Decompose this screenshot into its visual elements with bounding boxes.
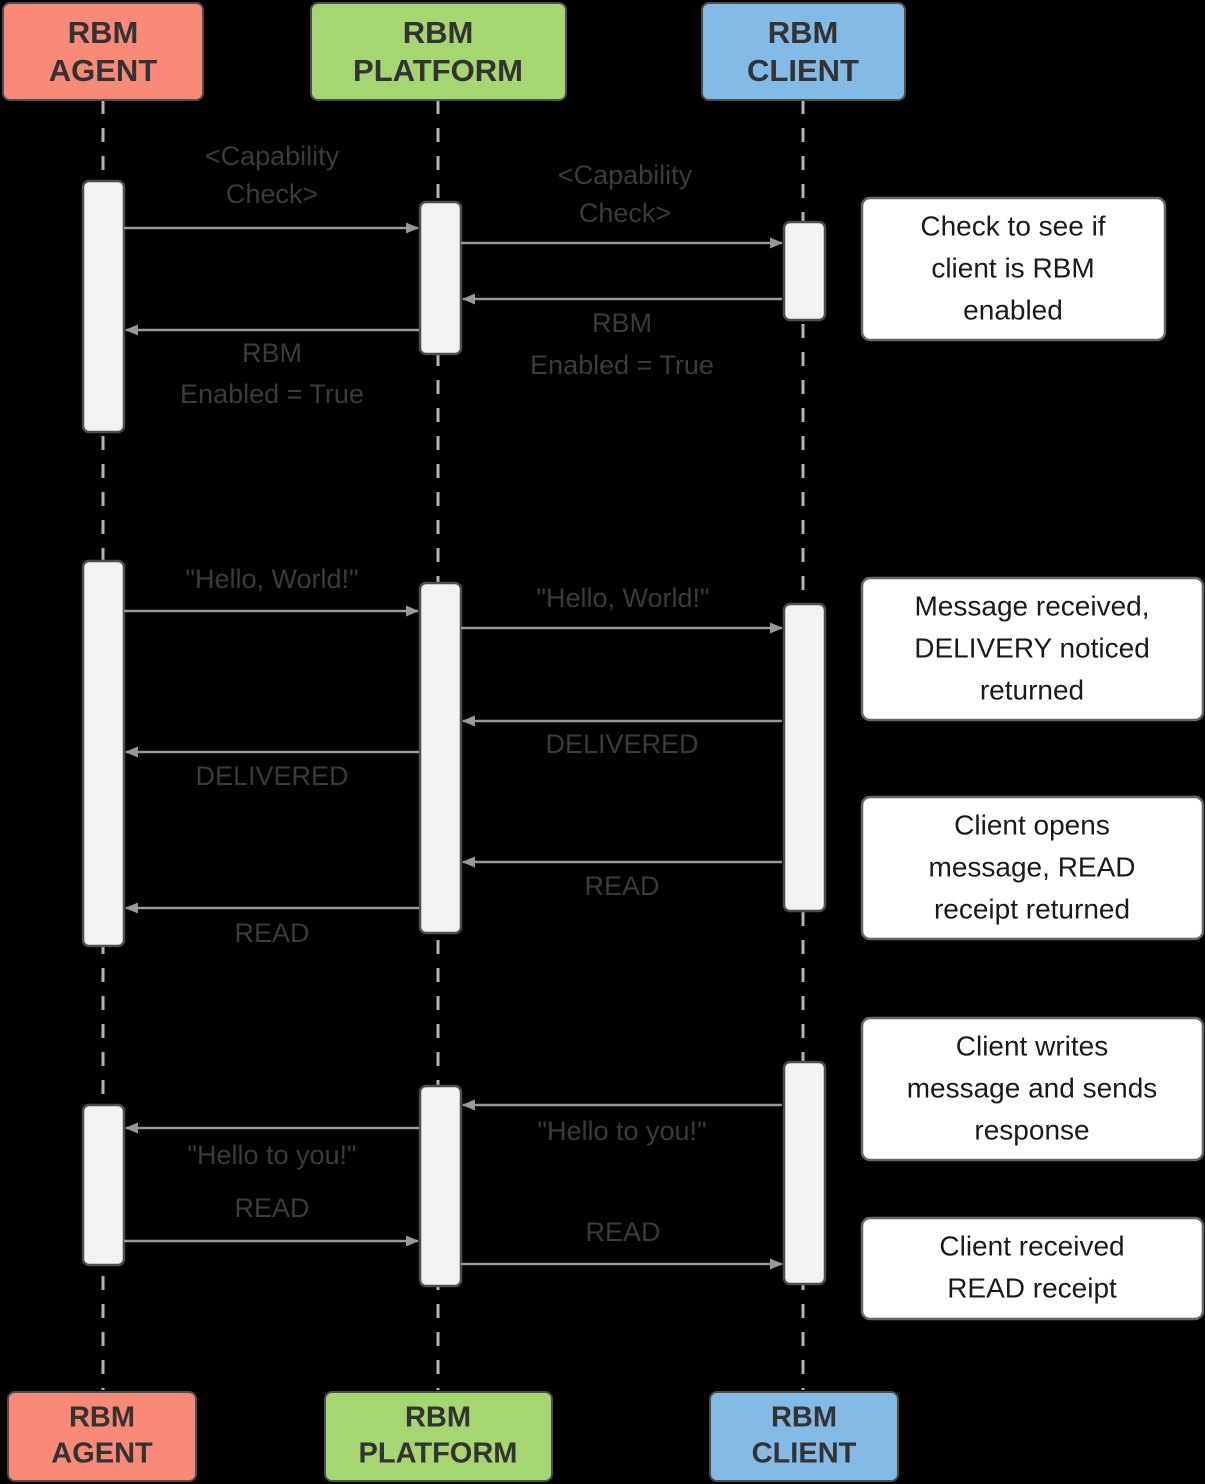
note-box[interactable] [860,1216,1205,1321]
note-client-writes-message[interactable]: Client writes message and sends response [860,1016,1205,1162]
message-label-line1: <Capability [205,141,340,171]
message-label: DELIVERED [545,729,698,759]
message-delivered-client-to-platform[interactable]: DELIVERED [462,715,782,759]
actor-client-bottom-line1: RBM [771,1402,837,1434]
note-box[interactable] [860,1016,1205,1162]
message-label-line2: Enabled = True [530,350,714,380]
activation-agent-2 [81,559,126,948]
note-line-2: message, READ [929,851,1136,882]
message-capability-check-agent-to-platform[interactable]: <Capability Check> [124,141,419,234]
note-line-2: client is RBM [931,252,1094,283]
actor-box-platform-bottom[interactable] [324,1391,553,1482]
actor-box-agent[interactable] [2,2,204,101]
actor-platform-line2: PLATFORM [353,53,523,88]
actor-box-agent-bottom[interactable] [7,1391,197,1482]
note-line-3: returned [980,674,1084,705]
actor-box-client-bottom[interactable] [709,1391,899,1482]
message-label: READ [584,871,659,901]
message-hello-to-you-client-to-platform[interactable]: "Hello to you!" [462,1099,782,1146]
message-label: DELIVERED [195,761,348,791]
actor-agent-bottom-line2: AGENT [51,1438,153,1470]
message-label: "Hello to you!" [187,1140,356,1170]
note-box[interactable] [860,196,1167,342]
message-label: READ [585,1217,660,1247]
message-rbm-enabled-platform-to-agent[interactable]: RBM Enabled = True [125,324,419,409]
message-label: READ [234,1193,309,1223]
message-rbm-enabled-client-to-platform[interactable]: RBM Enabled = True [462,293,782,380]
activation-platform-2 [418,581,463,935]
note-line-3: response [974,1114,1089,1145]
actor-header-client[interactable]: RBM CLIENT [701,2,906,101]
actor-client-line1: RBM [768,15,839,50]
actor-platform-line1: RBM [403,15,474,50]
note-client-opens-message[interactable]: Client opens message, READ receipt retur… [860,795,1205,941]
activation-client-2 [782,602,827,913]
message-label-line2: Check> [579,198,671,228]
message-label-line2: Check> [226,179,318,209]
actor-footer-client[interactable]: RBM CLIENT [709,1391,899,1482]
actor-client-line2: CLIENT [747,53,859,88]
note-line-2: message and sends [907,1072,1158,1103]
note-line-1: Client received [939,1230,1124,1261]
message-label-line1: RBM [592,308,652,338]
message-read-client-to-platform[interactable]: READ [462,856,782,901]
note-box[interactable] [860,576,1205,722]
activation-platform-3 [418,1084,463,1288]
message-label: "Hello, World!" [536,583,709,613]
note-line-1: Message received, [914,590,1149,621]
activation-bars-group [81,179,827,1288]
activation-agent-3 [81,1103,126,1267]
message-label-line2: Enabled = True [180,379,364,409]
note-line-1: Client opens [954,809,1110,840]
note-line-2: READ receipt [947,1272,1117,1303]
message-read-platform-to-client[interactable]: READ [461,1217,783,1270]
message-read-agent-to-platform[interactable]: READ [124,1193,419,1247]
actor-box-platform[interactable] [310,2,567,101]
message-capability-check-platform-to-client[interactable]: <Capability Check> [461,160,783,249]
activation-platform-1 [418,200,463,356]
actor-agent-bottom-line1: RBM [69,1402,135,1434]
message-delivered-platform-to-agent[interactable]: DELIVERED [125,746,419,791]
note-line-1: Client writes [956,1030,1108,1061]
actor-platform-bottom-line1: RBM [405,1402,471,1434]
note-line-2: DELIVERY noticed [914,632,1150,663]
message-label: "Hello to you!" [537,1116,706,1146]
actor-platform-bottom-line2: PLATFORM [359,1438,518,1470]
message-label-line1: <Capability [558,160,693,190]
message-label: "Hello, World!" [185,564,358,594]
actor-footer-platform[interactable]: RBM PLATFORM [324,1391,553,1482]
message-label-line1: RBM [242,338,302,368]
message-hello-to-you-platform-to-agent[interactable]: "Hello to you!" [125,1122,419,1170]
note-line-1: Check to see if [920,210,1105,241]
message-hello-world-agent-to-platform[interactable]: "Hello, World!" [124,564,419,617]
activation-agent-1 [81,179,126,434]
note-box[interactable] [860,795,1205,941]
note-client-received-read[interactable]: Client received READ receipt [860,1216,1205,1321]
activation-client-1 [782,220,827,322]
message-hello-world-platform-to-client[interactable]: "Hello, World!" [461,583,783,634]
note-line-3: receipt returned [934,893,1130,924]
actor-header-platform[interactable]: RBM PLATFORM [310,2,567,101]
actor-agent-line2: AGENT [49,53,158,88]
actor-box-client[interactable] [701,2,906,101]
note-check-rbm-enabled[interactable]: Check to see if client is RBM enabled [860,196,1167,342]
actor-agent-line1: RBM [68,15,139,50]
message-label: READ [234,918,309,948]
actor-header-agent[interactable]: RBM AGENT [2,2,204,101]
message-read-platform-to-agent[interactable]: READ [125,902,419,948]
note-message-received[interactable]: Message received, DELIVERY noticed retur… [860,576,1205,722]
note-line-3: enabled [963,294,1063,325]
activation-client-3 [782,1060,827,1286]
actor-client-bottom-line2: CLIENT [752,1438,857,1470]
actor-footer-agent[interactable]: RBM AGENT [7,1391,197,1482]
